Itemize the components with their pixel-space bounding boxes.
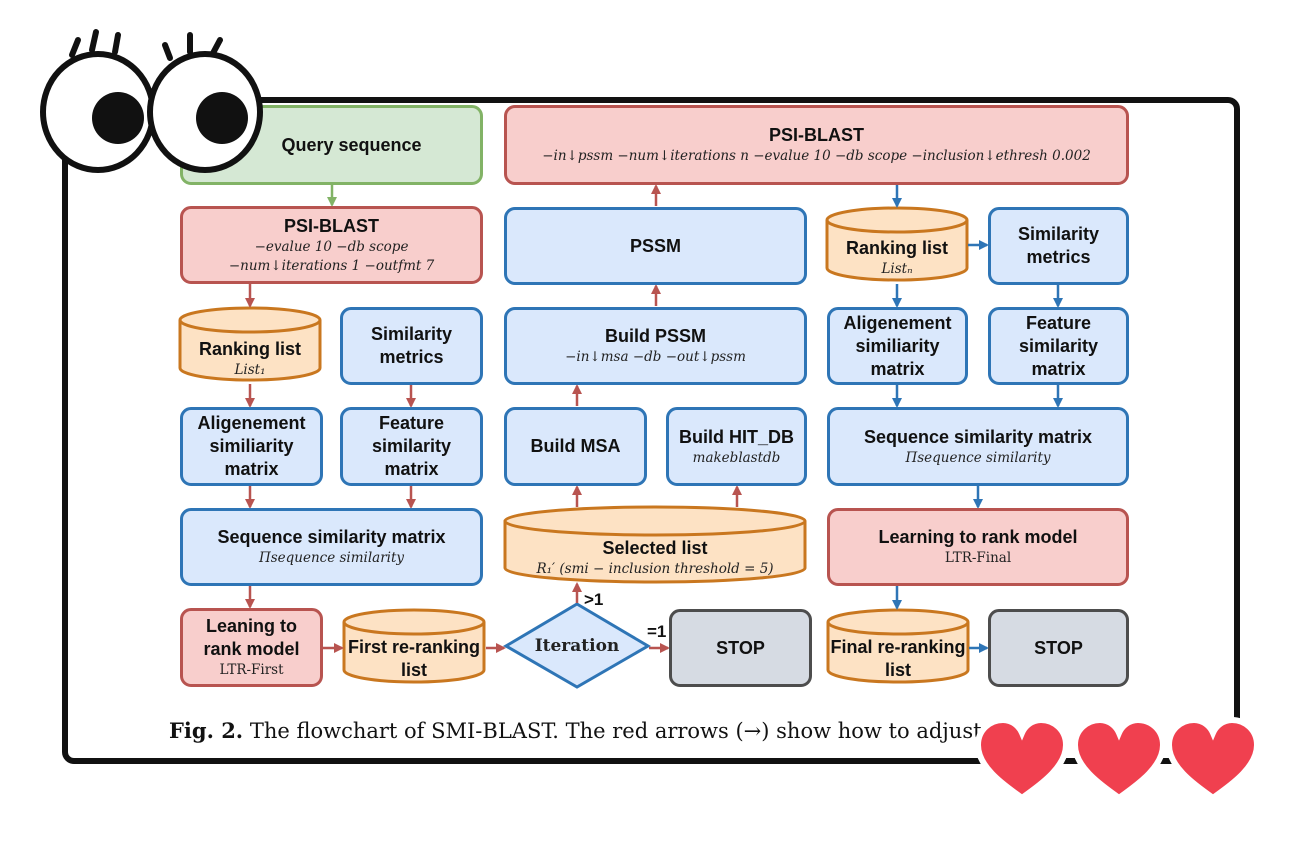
node-sub: −num↓iterations 1 −outfmt 7: [228, 257, 435, 274]
node-title: Leaning to rank model: [203, 616, 300, 659]
node-similarity-metrics-1: Similarity metrics: [340, 307, 483, 385]
panel-frame: [62, 97, 1240, 764]
node-sequence-matrix-n: Sequence similarity matrix Πsequence sim…: [827, 407, 1129, 486]
node-selected-list: Selected list R₁′ (smi − inclusion thres…: [505, 536, 805, 580]
caption-label: Fig. 2.: [169, 718, 244, 743]
node-title: PSI-BLAST: [283, 215, 379, 236]
node-build-pssm: Build PSSM −in↓msa −db −out↓pssm: [504, 307, 807, 385]
node-pssm: PSSM: [504, 207, 807, 285]
node-alignment-matrix-n: Aligenement similiarity matrix: [827, 307, 968, 385]
node-sub: −in↓pssm −num↓iterations n −evalue 10 −d…: [542, 148, 1091, 164]
node-build-hit-db: Build HIT_DB makeblastdb: [666, 407, 807, 486]
node-feature-matrix-1: Feature similarity matrix: [340, 407, 483, 486]
node-title: Aligenement similiarity matrix: [843, 312, 952, 379]
node-title: Sequence similarity matrix: [863, 426, 1093, 447]
node-sub: −in↓msa −db −out↓pssm: [565, 349, 746, 365]
node-title: Query sequence: [281, 134, 422, 155]
node-sub: Πsequence similarity: [258, 550, 405, 566]
node-feature-matrix-n: Feature similarity matrix: [988, 307, 1129, 385]
node-learning-rank-first: Leaning to rank model LTR-First: [180, 608, 323, 687]
node-sequence-matrix-1: Sequence similarity matrix Πsequence sim…: [180, 508, 483, 586]
node-title: Learning to rank model: [878, 527, 1078, 547]
cylinder-rank1: [178, 306, 322, 382]
node-learning-rank-final: Learning to rank model LTR-Final: [827, 508, 1129, 586]
cylinder-first-rerank: [342, 608, 486, 684]
node-psi-blast-top: PSI-BLAST −in↓pssm −num↓iterations n −ev…: [504, 105, 1129, 185]
node-final-reranking: Final re-ranking list: [828, 636, 968, 682]
node-title: Ranking list: [198, 339, 301, 359]
node-similarity-metrics-n: Similarity metrics: [988, 207, 1129, 285]
node-title: PSI-BLAST: [768, 125, 864, 145]
node-title: STOP: [1034, 637, 1083, 658]
node-sub: LTR-First: [219, 662, 284, 678]
node-title: Similarity metrics: [370, 324, 453, 367]
node-ranking-list-1: Ranking list List₁: [180, 334, 320, 384]
node-title: Aligenement similiarity matrix: [197, 413, 306, 479]
edge-label-eq1: =1: [647, 622, 667, 641]
node-title: Iteration: [534, 635, 620, 656]
node-sub: List₁: [234, 362, 266, 378]
figure-caption: Fig. 2. The flowchart of SMI-BLAST. The …: [169, 718, 1249, 743]
node-title: Selected list: [602, 538, 708, 558]
node-title: Build PSSM: [604, 326, 706, 346]
cylinder-rankn: [825, 206, 969, 282]
node-title: Feature similarity matrix: [371, 413, 452, 479]
node-sub: LTR-Final: [944, 550, 1012, 566]
node-psi-blast-left: PSI-BLAST −evalue 10 −db scope −num↓iter…: [180, 206, 483, 284]
node-title: Build MSA: [530, 436, 621, 456]
cylinder-selected: [503, 505, 807, 584]
node-title: STOP: [716, 637, 765, 658]
iteration-diamond: [503, 602, 651, 689]
node-stop-2: STOP: [988, 609, 1129, 687]
node-title: Similarity metrics: [1017, 224, 1100, 267]
node-sub: Listₙ: [881, 261, 913, 277]
node-ranking-list-n: Ranking list Listₙ: [827, 234, 967, 282]
node-alignment-matrix-1: Aligenement similiarity matrix: [180, 407, 323, 486]
node-sub: −evalue 10 −db scope: [254, 238, 409, 255]
eyes-sticker: [40, 29, 263, 173]
hearts-sticker: [974, 716, 1261, 802]
node-title: Feature similarity matrix: [1018, 312, 1099, 379]
edge-label-gt1: >1: [584, 590, 604, 609]
node-sub: Πsequence similarity: [905, 449, 1051, 466]
node-sub: makeblastdb: [692, 449, 781, 466]
node-title: First re-ranking list: [347, 637, 481, 680]
node-iteration: Iteration: [506, 632, 648, 660]
node-title: Build HIT_DB: [679, 426, 794, 447]
cylinder-final-rerank: [826, 608, 970, 684]
node-title: Ranking list: [845, 238, 948, 258]
node-title: PSSM: [629, 235, 681, 256]
node-title: Final re-ranking list: [830, 637, 966, 680]
node-build-msa: Build MSA: [504, 407, 647, 486]
node-first-reranking: First re-ranking list: [344, 636, 484, 682]
node-title: Sequence similarity matrix: [217, 527, 446, 547]
node-stop-1: STOP: [669, 609, 812, 687]
caption-text: The flowchart of SMI-BLAST. The red arro…: [249, 719, 982, 743]
node-sub: R₁′ (smi − inclusion threshold = 5): [536, 561, 774, 577]
